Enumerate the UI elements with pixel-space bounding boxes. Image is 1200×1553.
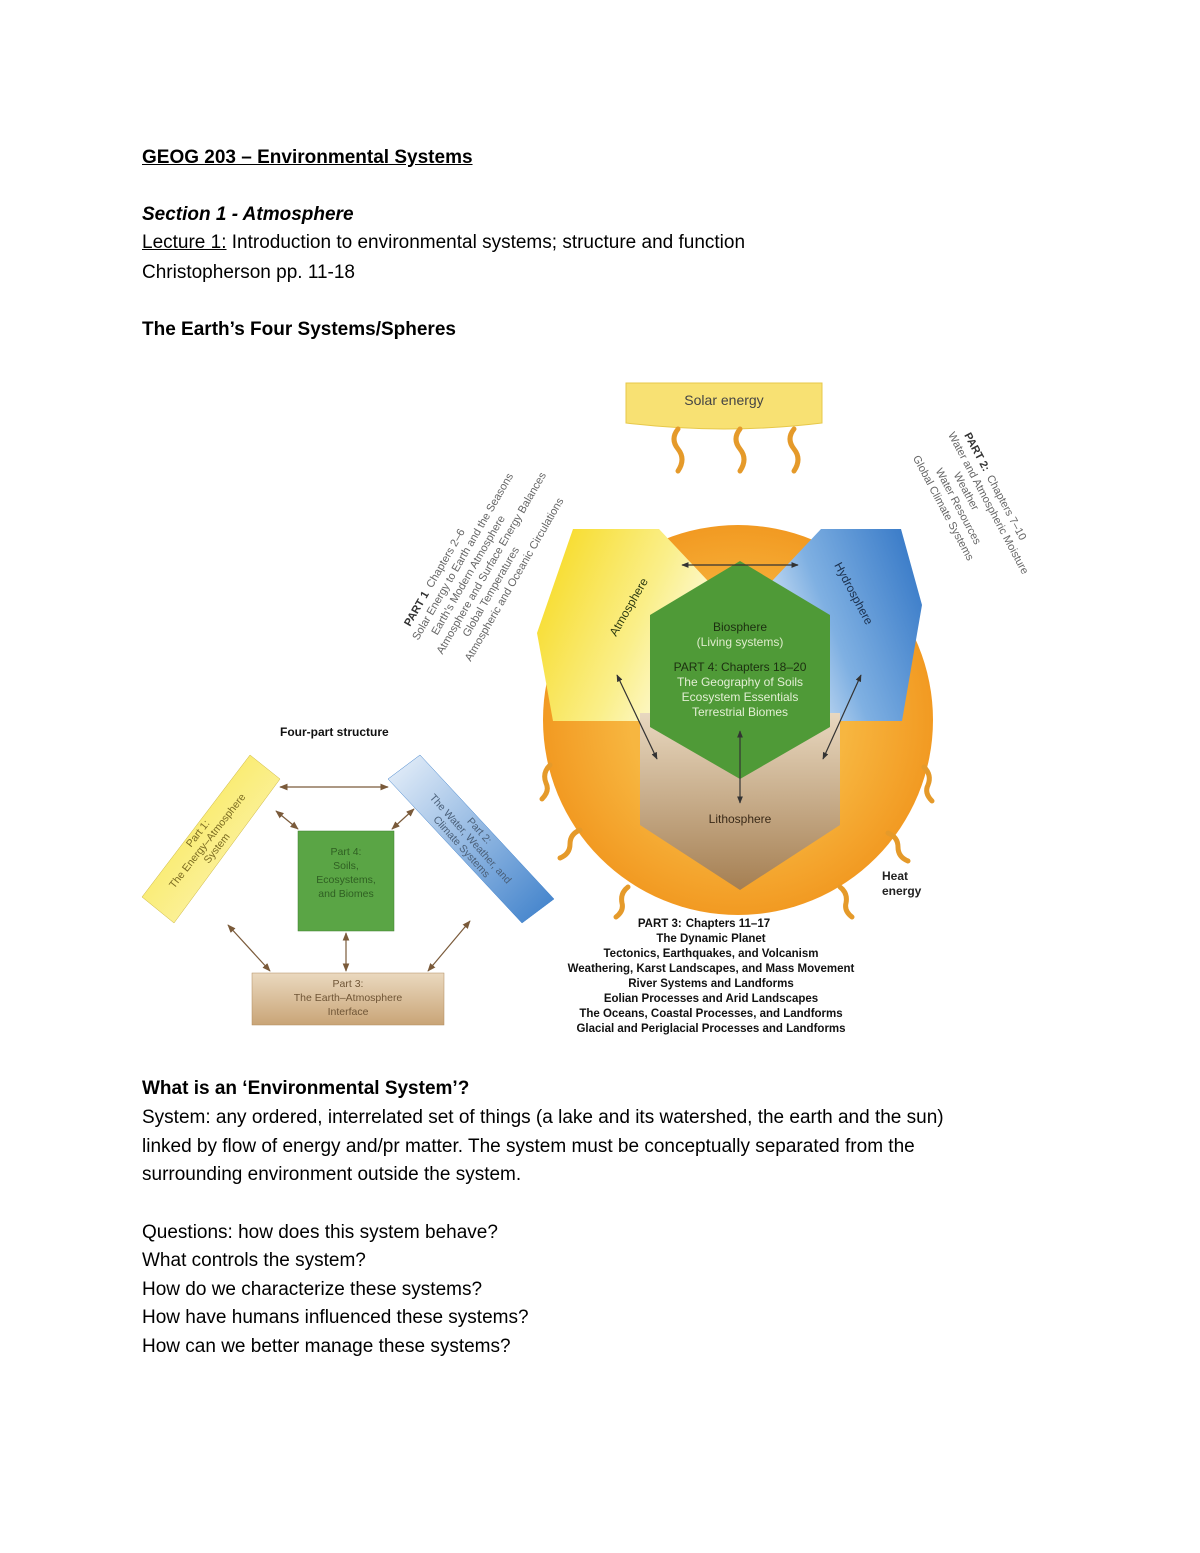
question-item: Questions: how does this system behave? (142, 1222, 498, 1243)
heat-arrows (539, 762, 935, 920)
part3-title: PART 3: (638, 918, 682, 930)
earth-systems-figure: Solar energy Atmosphere Hydrosphere Bios… (130, 375, 1060, 1055)
part3-line: Weathering, Karst Landscapes, and Mass M… (568, 963, 855, 975)
part4-chapters-title: PART 4: Chapters 18–20 (674, 660, 807, 674)
part2-chapter-list: PART 2:Chapters 7–10 Water and Atmospher… (910, 430, 1031, 576)
section-title: Section 1 - Atmosphere (142, 204, 354, 225)
earth-systems-diagram: Solar energy Atmosphere Hydrosphere Bios… (141, 382, 1031, 1035)
box-part3-text: Part 3: The Earth–Atmosphere Interface (294, 978, 403, 1018)
question-item: How have humans influenced these systems… (142, 1307, 529, 1328)
box-part2-line: The Water, Weather, and (427, 792, 514, 886)
definition-line: surrounding environment outside the syst… (142, 1164, 522, 1185)
question-heading: What is an ‘Environmental System’? (142, 1078, 470, 1099)
box-part4-line: Part 4: (331, 846, 362, 858)
heat-energy-label-2: energy (882, 884, 922, 898)
reading-reference: Christopherson pp. 11-18 (142, 262, 355, 283)
box-part1-text: Part 1: The Energy–Atmosphere System (167, 791, 248, 890)
course-title: GEOG 203 – Environmental Systems (142, 147, 473, 168)
part3-line: Tectonics, Earthquakes, and Volcanism (604, 948, 819, 960)
box-part1 (141, 754, 281, 924)
lecture-text: Introduction to environmental systems; s… (226, 232, 746, 253)
four-part-arrows (227, 783, 471, 972)
box-part2 (387, 754, 555, 924)
box-part3-line: Interface (328, 1006, 369, 1018)
part3-chapter-list: PART 3: Chapters 11–17 The Dynamic Planet… (568, 918, 855, 1035)
biosphere-sub-label: (Living systems) (697, 635, 784, 649)
box-part4-line: and Biomes (318, 888, 373, 900)
box-part4-line: Soils, (333, 860, 359, 872)
figure-heading: The Earth’s Four Systems/Spheres (142, 319, 456, 340)
part4-line: Terrestrial Biomes (692, 705, 788, 719)
solar-energy-banner (625, 382, 823, 430)
definition-line: System: any ordered, interrelated set of… (142, 1107, 944, 1128)
box-part3-line: Part 3: (333, 978, 364, 990)
part4-line: Ecosystem Essentials (682, 690, 799, 704)
part3-line: The Oceans, Coastal Processes, and Landf… (579, 1008, 842, 1020)
question-item: How can we better manage these systems? (142, 1336, 511, 1357)
lithosphere-label: Lithosphere (709, 812, 772, 826)
part3-line: Eolian Processes and Arid Landscapes (604, 993, 818, 1005)
svg-text:PART 3:Chapters 11–17: PART 3: Chapters 11–17 (638, 918, 770, 930)
question-item: What controls the system? (142, 1250, 366, 1271)
biosphere-label: Biosphere (713, 620, 767, 634)
box-part2-text: Part 2: The Water, Weather, and Climate … (427, 792, 514, 886)
box-part3-line: The Earth–Atmosphere (294, 992, 403, 1004)
part3-chapters: Chapters 11–17 (686, 918, 770, 930)
solar-energy-label: Solar energy (684, 392, 763, 408)
biosphere-hexagon (650, 561, 830, 779)
part4-line: The Geography of Soils (677, 675, 803, 689)
heat-energy-label: Heat (882, 869, 908, 883)
box-part4-line: Ecosystems, (316, 874, 376, 886)
box-part3 (251, 972, 445, 1026)
four-part-title: Four-part structure (280, 725, 389, 739)
question-item: How do we characterize these systems? (142, 1279, 483, 1300)
lecture-label: Lecture 1: (142, 232, 227, 253)
box-part4-text: Part 4: Soils, Ecosystems, and Biomes (316, 846, 376, 900)
box-part4 (297, 830, 395, 932)
sphere-arrows (616, 562, 862, 804)
part3-line: River Systems and Landforms (628, 978, 794, 990)
lecture-line: Lecture 1: Introduction to environmental… (142, 231, 745, 255)
part3-line: The Dynamic Planet (656, 933, 765, 945)
solar-arrows (671, 426, 801, 474)
definition-line: linked by flow of energy and/pr matter. … (142, 1136, 915, 1157)
part3-line: Glacial and Periglacial Processes and La… (576, 1023, 845, 1035)
